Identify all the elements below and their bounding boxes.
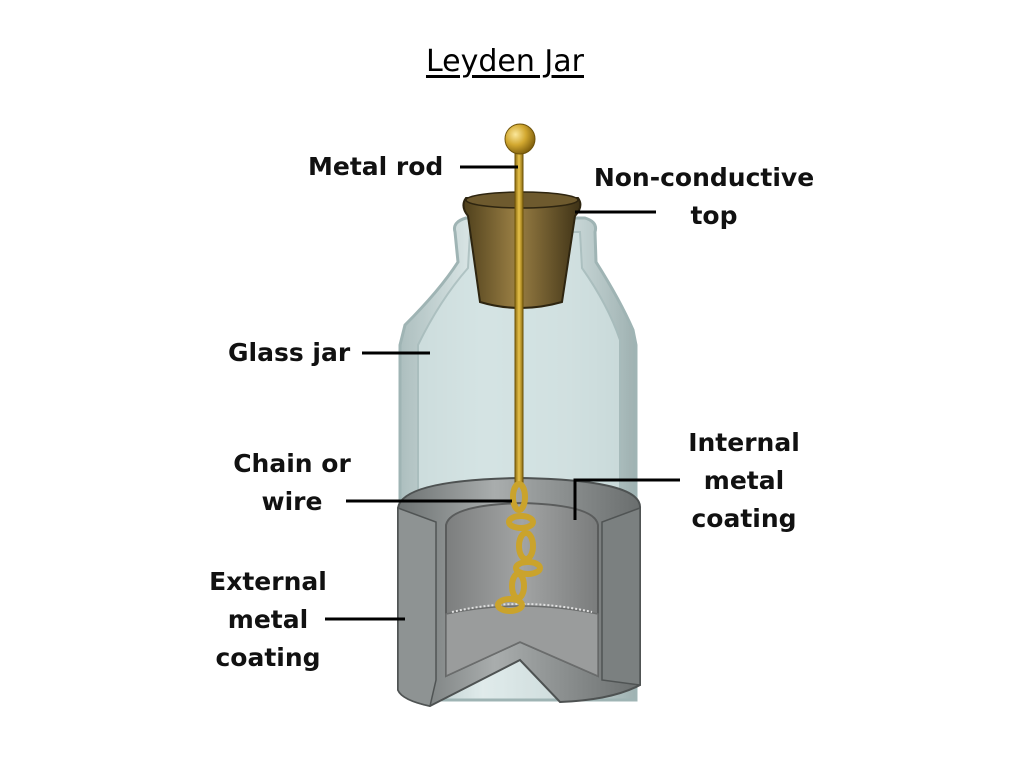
label-text: coating — [691, 504, 797, 533]
label-text: Metal rod — [308, 152, 444, 181]
label-text: Non-conductive — [593, 163, 815, 192]
label-internal-metal-coating: Internal metal coating — [664, 424, 824, 538]
label-text: coating — [215, 643, 321, 672]
label-text: Internal — [688, 428, 800, 457]
label-chain-or-wire: Chain or wire — [222, 445, 362, 521]
label-text: metal — [703, 466, 785, 495]
leader-internal-coating — [573, 478, 680, 520]
chain-link — [506, 513, 536, 531]
metal-rod — [514, 149, 524, 487]
label-metal-rod: Metal rod — [308, 148, 443, 186]
outer-coating-cut-left — [397, 506, 437, 707]
metal-rod-ball — [504, 123, 536, 155]
label-text: External — [209, 567, 327, 596]
leader-lines — [325, 165, 680, 621]
label-non-conductive-top: Non-conductive top — [586, 159, 822, 235]
label-text: wire — [261, 487, 323, 516]
chain-link — [510, 481, 528, 513]
diagram-title: Leyden Jar — [425, 44, 584, 79]
inner-coating-floor — [445, 605, 599, 678]
label-text: Chain or — [233, 449, 351, 478]
chain — [495, 481, 543, 614]
label-text: top — [690, 201, 738, 230]
label-text: metal — [227, 605, 309, 634]
label-glass-jar: Glass jar — [228, 334, 350, 372]
label-text: Glass jar — [228, 338, 351, 367]
chain-link — [516, 530, 536, 562]
outer-coating-cut-right — [601, 506, 641, 686]
chain-link — [495, 596, 525, 614]
chain-link — [513, 559, 543, 577]
label-external-metal-coating: External metal coating — [198, 563, 338, 677]
